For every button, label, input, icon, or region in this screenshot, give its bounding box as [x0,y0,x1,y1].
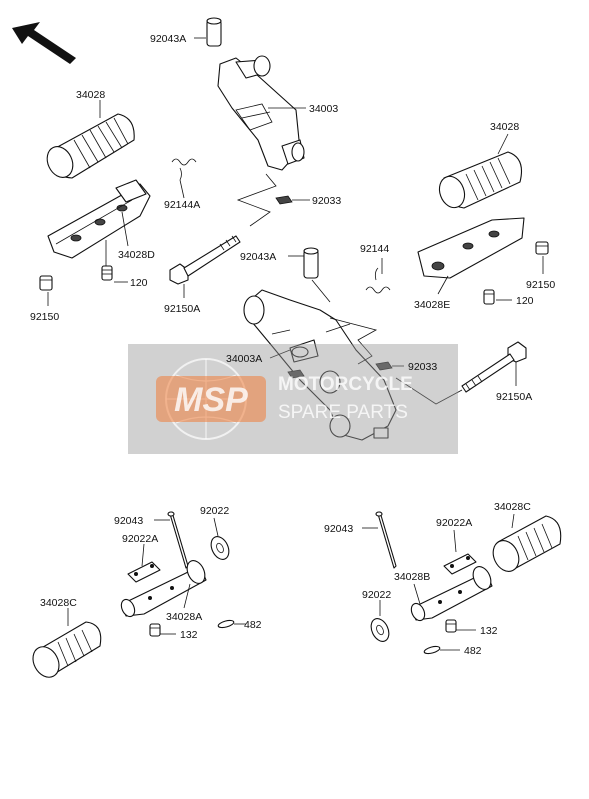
part-92022-right-washer[interactable] [368,616,393,645]
part-92150-left[interactable] [39,275,53,291]
part-92144A-spring[interactable] [171,158,197,181]
label-92033-mid[interactable]: 92033 [408,361,437,373]
label-34028-right[interactable]: 34028 [490,121,519,133]
part-92150A-right-bolt[interactable] [461,341,527,393]
label-92022-left[interactable]: 92022 [200,505,229,517]
part-92022A-right-plate[interactable] [443,553,477,575]
label-482-left[interactable]: 482 [244,619,262,631]
watermark-line1: MOTORCYCLE [278,374,413,395]
part-92022-left-washer[interactable] [208,534,233,563]
label-34028D[interactable]: 34028D [118,249,155,261]
part-34003-bracket[interactable] [217,55,305,171]
label-34028C-left[interactable]: 34028C [40,597,77,609]
part-482-left-clip[interactable] [217,619,235,629]
watermark-line2: SPARE PARTS [278,402,408,423]
label-92144[interactable]: 92144 [360,243,389,255]
part-482-right-clip[interactable] [423,645,441,655]
label-92150A-left[interactable]: 92150A [164,303,200,315]
part-92144-spring[interactable] [365,267,391,294]
part-132-left-bolt[interactable] [149,623,161,637]
label-92043-left[interactable]: 92043 [114,515,143,527]
label-92043-right[interactable]: 92043 [324,523,353,535]
part-34028-left-rubber[interactable] [42,113,135,182]
part-92043-right-pin[interactable] [375,511,397,569]
leader-lines [47,37,544,651]
part-120-left-bolt[interactable] [101,265,113,281]
label-34028E[interactable]: 34028E [414,299,450,311]
part-34028D-footpeg[interactable] [47,179,151,259]
part-120-right-bolt[interactable] [483,289,495,305]
part-92033-mid[interactable] [287,361,393,379]
part-92043A-mid[interactable] [303,247,319,279]
label-92022-right[interactable]: 92022 [362,589,391,601]
label-92043A-mid[interactable]: 92043A [240,251,276,263]
part-92150-right[interactable] [535,241,549,255]
part-34028B-peg[interactable] [409,564,495,623]
part-34003A-bracket[interactable] [243,289,397,441]
label-120-right[interactable]: 120 [516,295,534,307]
part-92033-top[interactable] [275,195,293,205]
part-92150A-left-bolt[interactable] [169,235,241,285]
label-92150-right[interactable]: 92150 [526,279,555,291]
part-34028E-footpeg[interactable] [417,217,525,279]
label-34003[interactable]: 34003 [309,103,338,115]
part-34028-right-rubber[interactable] [435,151,523,211]
label-92043A-top[interactable]: 92043A [150,33,186,45]
label-132-left[interactable]: 132 [180,629,198,641]
label-482-right[interactable]: 482 [464,645,482,657]
part-92043A-top[interactable] [206,17,222,47]
part-34028A-peg[interactable] [119,558,209,619]
label-132-right[interactable]: 132 [480,625,498,637]
front-direction-arrow-icon [12,22,76,64]
label-92150-left[interactable]: 92150 [30,311,59,323]
label-34028C-right[interactable]: 34028C [494,501,531,513]
label-92033-top[interactable]: 92033 [312,195,341,207]
label-34003A[interactable]: 34003A [226,353,262,365]
part-34028C-left-rubber[interactable] [28,621,102,682]
label-92022A-right[interactable]: 92022A [436,517,472,529]
part-92022A-left-plate[interactable] [127,561,161,583]
label-34028-left[interactable]: 34028 [76,89,105,101]
watermark: MSP MOTORCYCLE SPARE PARTS [128,344,458,454]
label-92022A-left[interactable]: 92022A [122,533,158,545]
label-34028A[interactable]: 34028A [166,611,202,623]
label-120-left[interactable]: 120 [130,277,148,289]
part-132-right-bolt[interactable] [445,619,457,633]
label-92144A[interactable]: 92144A [164,199,200,211]
part-34028C-right-rubber[interactable] [488,515,562,576]
label-34028B[interactable]: 34028B [394,571,430,583]
label-92150A-right[interactable]: 92150A [496,391,532,403]
part-labels: 92043A 34003 34028 92144A 92033 34028 34… [30,33,555,657]
watermark-logo: MSP [174,381,248,419]
part-92043-left-pin[interactable] [167,511,189,569]
